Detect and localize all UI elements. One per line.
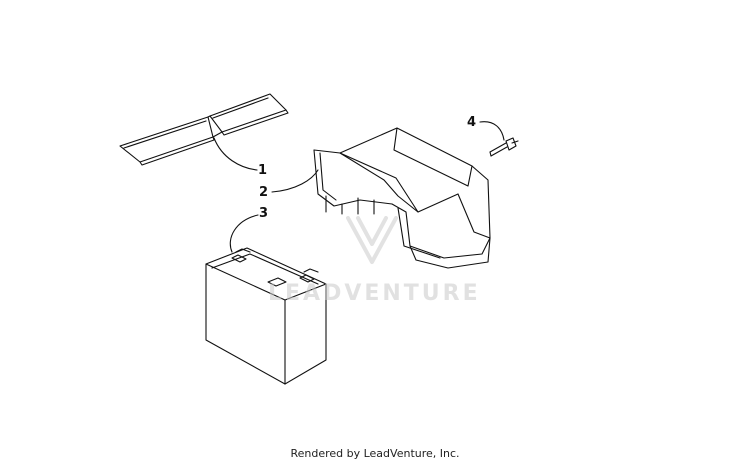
leader-line-3 xyxy=(229,214,259,253)
battery-cover xyxy=(313,127,491,269)
watermark-text: LEADVENTURE xyxy=(268,281,481,306)
leader-line-2 xyxy=(271,169,319,193)
footer-credit: Rendered by LeadVenture, Inc. xyxy=(290,447,460,460)
callout-4: 4 xyxy=(467,115,477,130)
battery-pad xyxy=(119,93,289,166)
bolt xyxy=(489,137,519,157)
leader-line-4 xyxy=(479,121,505,141)
watermark-logo xyxy=(346,216,398,264)
callout-2: 2 xyxy=(259,185,269,200)
callout-1: 1 xyxy=(258,163,268,178)
leader-line-1 xyxy=(213,137,258,171)
battery xyxy=(205,247,327,385)
callout-3: 3 xyxy=(259,206,269,221)
